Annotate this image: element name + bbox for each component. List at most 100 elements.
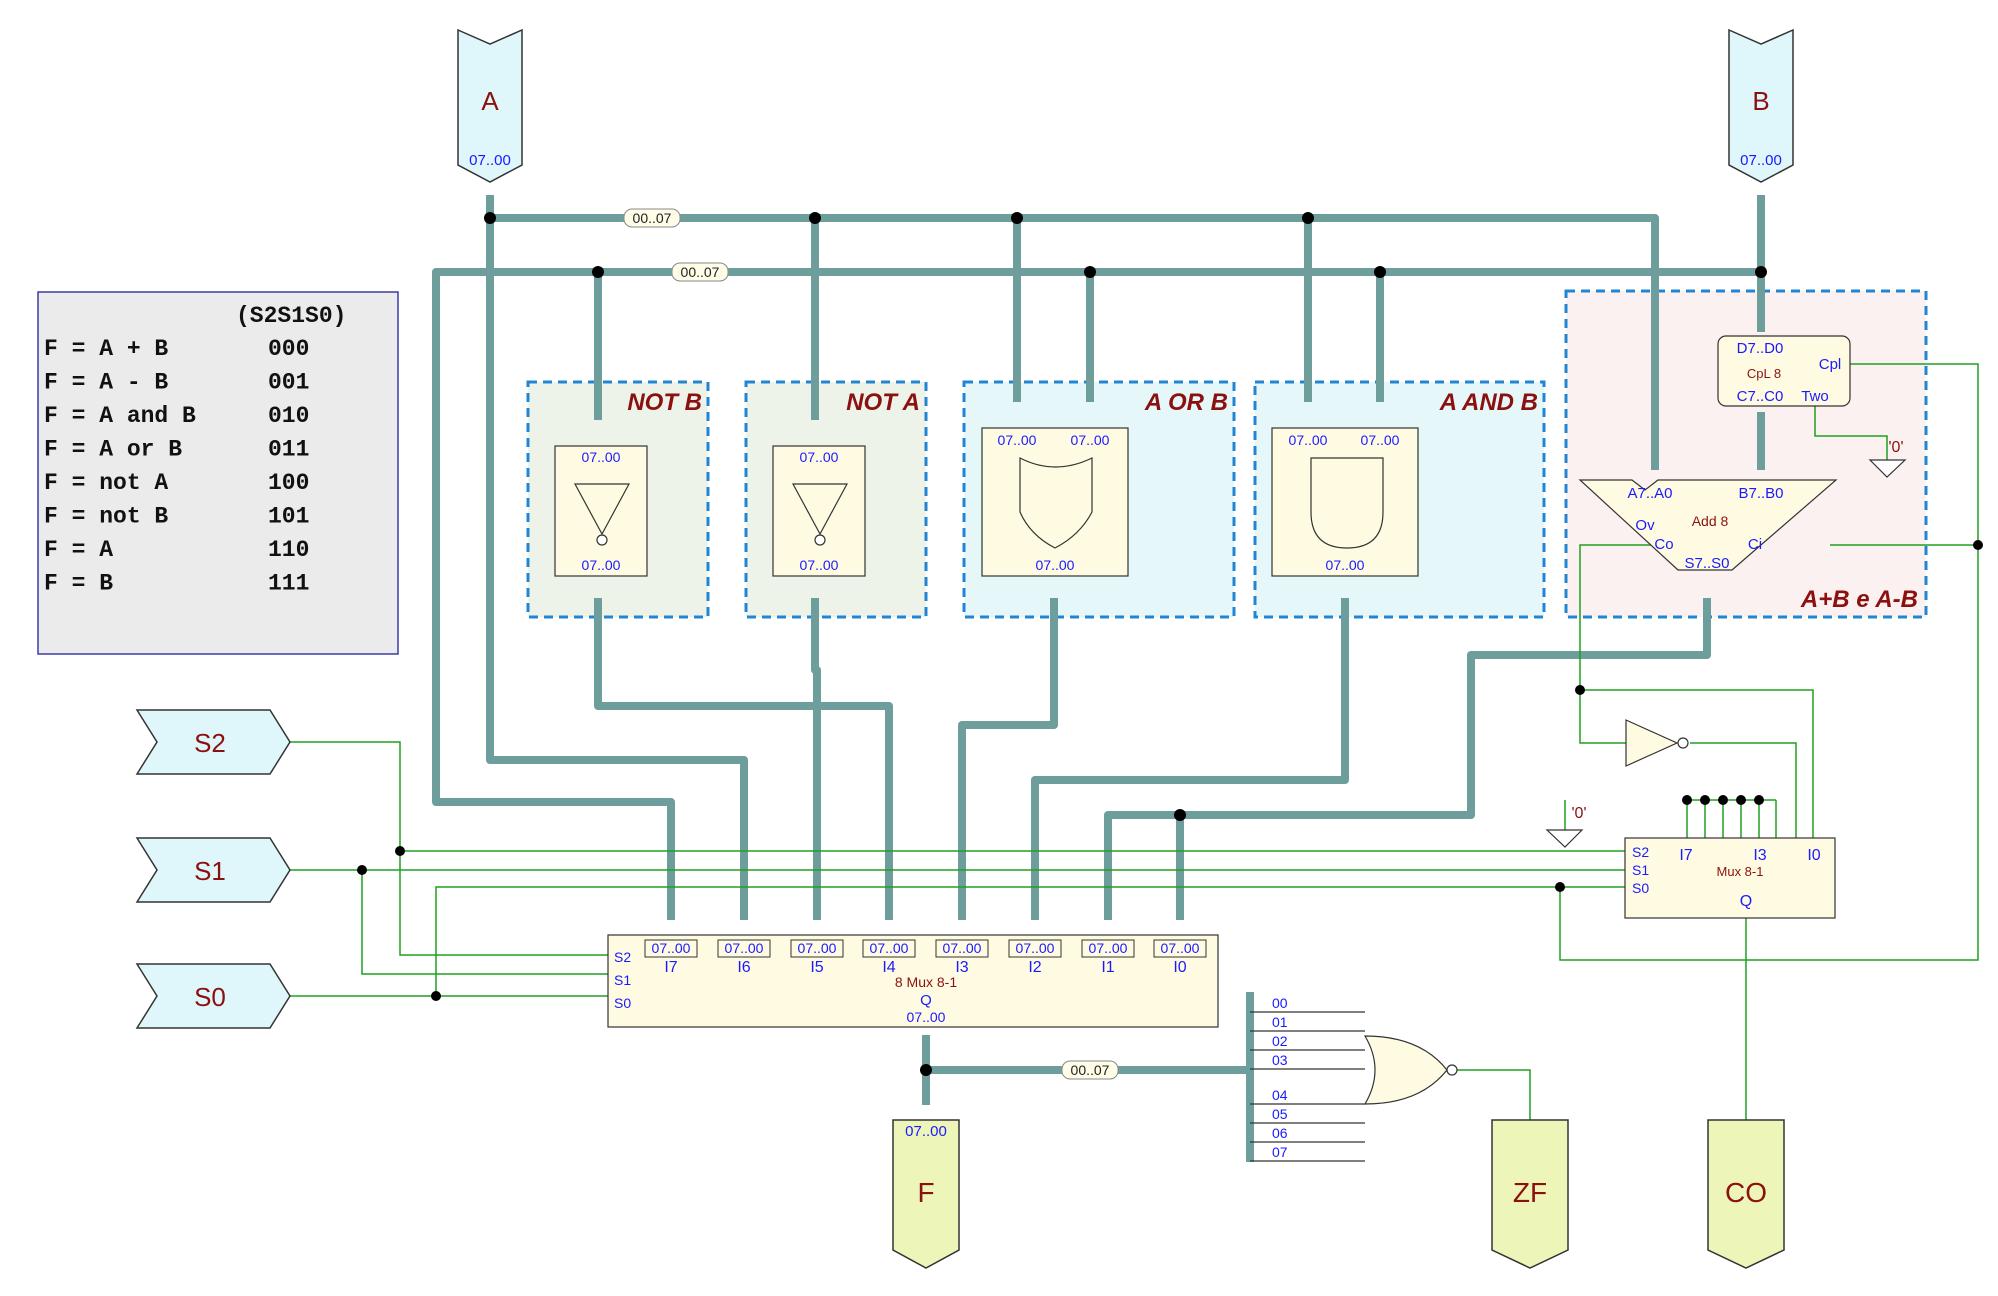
mux-main-pin-box [1081,939,1135,958]
truth-table-formula: F = A - B [44,370,168,396]
bus-tag-b: 00..07 [681,264,720,280]
mux-main-pin-range: 07..00 [652,940,691,956]
adder-a: A7..A0 [1627,485,1672,502]
mux-main-input-label: I0 [1173,959,1186,976]
complementer-d: D7..D0 [1737,340,1784,357]
nor-shape-icon [1363,1035,1448,1105]
nor-input-bit: 01 [1272,1014,1288,1030]
and-in-a-range: 07..00 [1289,432,1328,448]
truth-table-formula: F = A or B [44,437,182,463]
ground-icon [1868,459,1907,478]
complementer-c: C7..C0 [1737,388,1784,405]
input-port-s0: S0 [135,963,291,1029]
mux-main-input-label: I3 [955,959,968,976]
adder-title: A+B e A-B [1800,586,1918,613]
mux-small-i0: I0 [1807,847,1820,864]
bus-tag-output: 00..07 [1071,1062,1110,1078]
bus-or-to-i3 [958,598,1058,920]
mux-main-input-label: I6 [737,959,750,976]
ground-complementer-label: '0' [1888,439,1903,456]
not-a-gate: 07..00 07..00 NOT A [772,389,920,577]
input-port-a: A 07..00 [457,28,523,183]
port-b-label: B [1752,86,1769,116]
mux-main-inputs: 07..00I707..00I607..00I507..00I407..00I3… [644,939,1207,976]
mux-main-name: 8 Mux 8-1 [895,974,957,990]
mux-main-input-label: I7 [664,959,677,976]
port-b-range: 07..00 [1740,152,1782,169]
mux-main-pin-range: 07..00 [798,940,837,956]
carry-inverter [1625,719,1689,767]
nor-input-bit: 05 [1272,1106,1288,1122]
bus-junctions [484,212,1767,1076]
adder-s: S7..S0 [1684,555,1729,572]
mux-main-input-label: I1 [1101,959,1114,976]
mux-main-s1: S1 [614,972,631,988]
mux-small-name: Mux 8-1 [1717,864,1764,879]
or-title: A OR B [1144,389,1228,416]
nor-input-bit: 07 [1272,1144,1288,1160]
and-gate: 07..00 07..00 07..00 A AND B [1271,389,1538,577]
and-title: A AND B [1439,389,1538,416]
wire-s1 [290,869,608,975]
truth-table-formula: F = not A [44,470,168,496]
truth-table-formula: F = B [44,571,113,597]
wire-co-to-i0 [1580,689,1814,838]
mux-main-pin-range: 07..00 [1161,940,1200,956]
adder-shape [1578,479,1838,571]
nor-input-bit: 02 [1272,1033,1288,1049]
mux-main-pin-box [1008,939,1062,958]
adder-name: Add 8 [1692,513,1729,529]
bus-tag-a: 00..07 [633,210,672,226]
complementer-name: CpL 8 [1747,366,1781,381]
mux-main-pin-box [717,939,771,958]
not-b-in-range: 07..00 [582,449,621,465]
or-shape-icon [1019,457,1093,549]
mux-small-i3: I3 [1753,847,1766,864]
output-port-f: 07..00 F [892,1119,960,1269]
input-port-s1: S1 [135,837,291,903]
nor-input-bit: 04 [1272,1087,1288,1103]
truth-table-formula: F = A + B [44,336,168,362]
complementer-cpl: Cpl [1819,356,1842,373]
input-port-s2: S2 [135,709,291,775]
nor-input-bit: 06 [1272,1125,1288,1141]
mux-main: 07..00I707..00I607..00I507..00I407..00I3… [607,934,1219,1028]
mux-main-pin-box [1153,939,1207,958]
ground-icon [1545,829,1584,848]
port-s1-label: S1 [194,856,226,886]
mux-main-input-label: I5 [810,959,823,976]
bus-adder-to-i1 [1104,598,1711,920]
wire-cpl [1850,363,1979,545]
bus-tags: 00..07 00..07 00..07 [623,208,1119,1080]
mux-main-q: Q [920,992,932,1009]
adder: A7..A0 B7..B0 Add 8 Ov Co S7..S0 Ci A+B … [1578,479,1918,613]
or-gate: 07..00 07..00 07..00 A OR B [981,389,1228,577]
bus-not-b-to-i4 [594,598,893,920]
mux-small-s0: S0 [1632,880,1649,896]
mux-main-pin-range: 07..00 [943,940,982,956]
port-f-range: 07..00 [905,1123,947,1140]
mux-small-s2: S2 [1632,844,1649,860]
or-in-a-range: 07..00 [998,432,1037,448]
port-f-label: F [917,1177,934,1208]
bus-not-a-to-i5 [811,598,821,920]
complementer: D7..D0 C7..C0 CpL 8 Cpl Two [1717,335,1851,407]
mux-main-pin-box [862,939,916,958]
mux-small-i7: I7 [1679,847,1692,864]
mux-main-s2: S2 [614,949,631,965]
port-zf-label: ZF [1513,1177,1547,1208]
mux-main-s0: S0 [614,995,631,1011]
truth-table-code: 101 [268,504,309,530]
ground-small-mux-label: '0' [1571,805,1586,822]
truth-table-code: 010 [268,403,309,429]
not-b-triangle-icon [573,483,631,536]
mux-small: I7 I3 I0 S2 S1 S0 Mux 8-1 Q [1624,837,1836,919]
port-s2-label: S2 [194,728,226,758]
adder-ci: Ci [1748,536,1762,553]
mux-main-pin-box [644,939,698,958]
wire-s0-to-small-mux [435,886,1625,996]
